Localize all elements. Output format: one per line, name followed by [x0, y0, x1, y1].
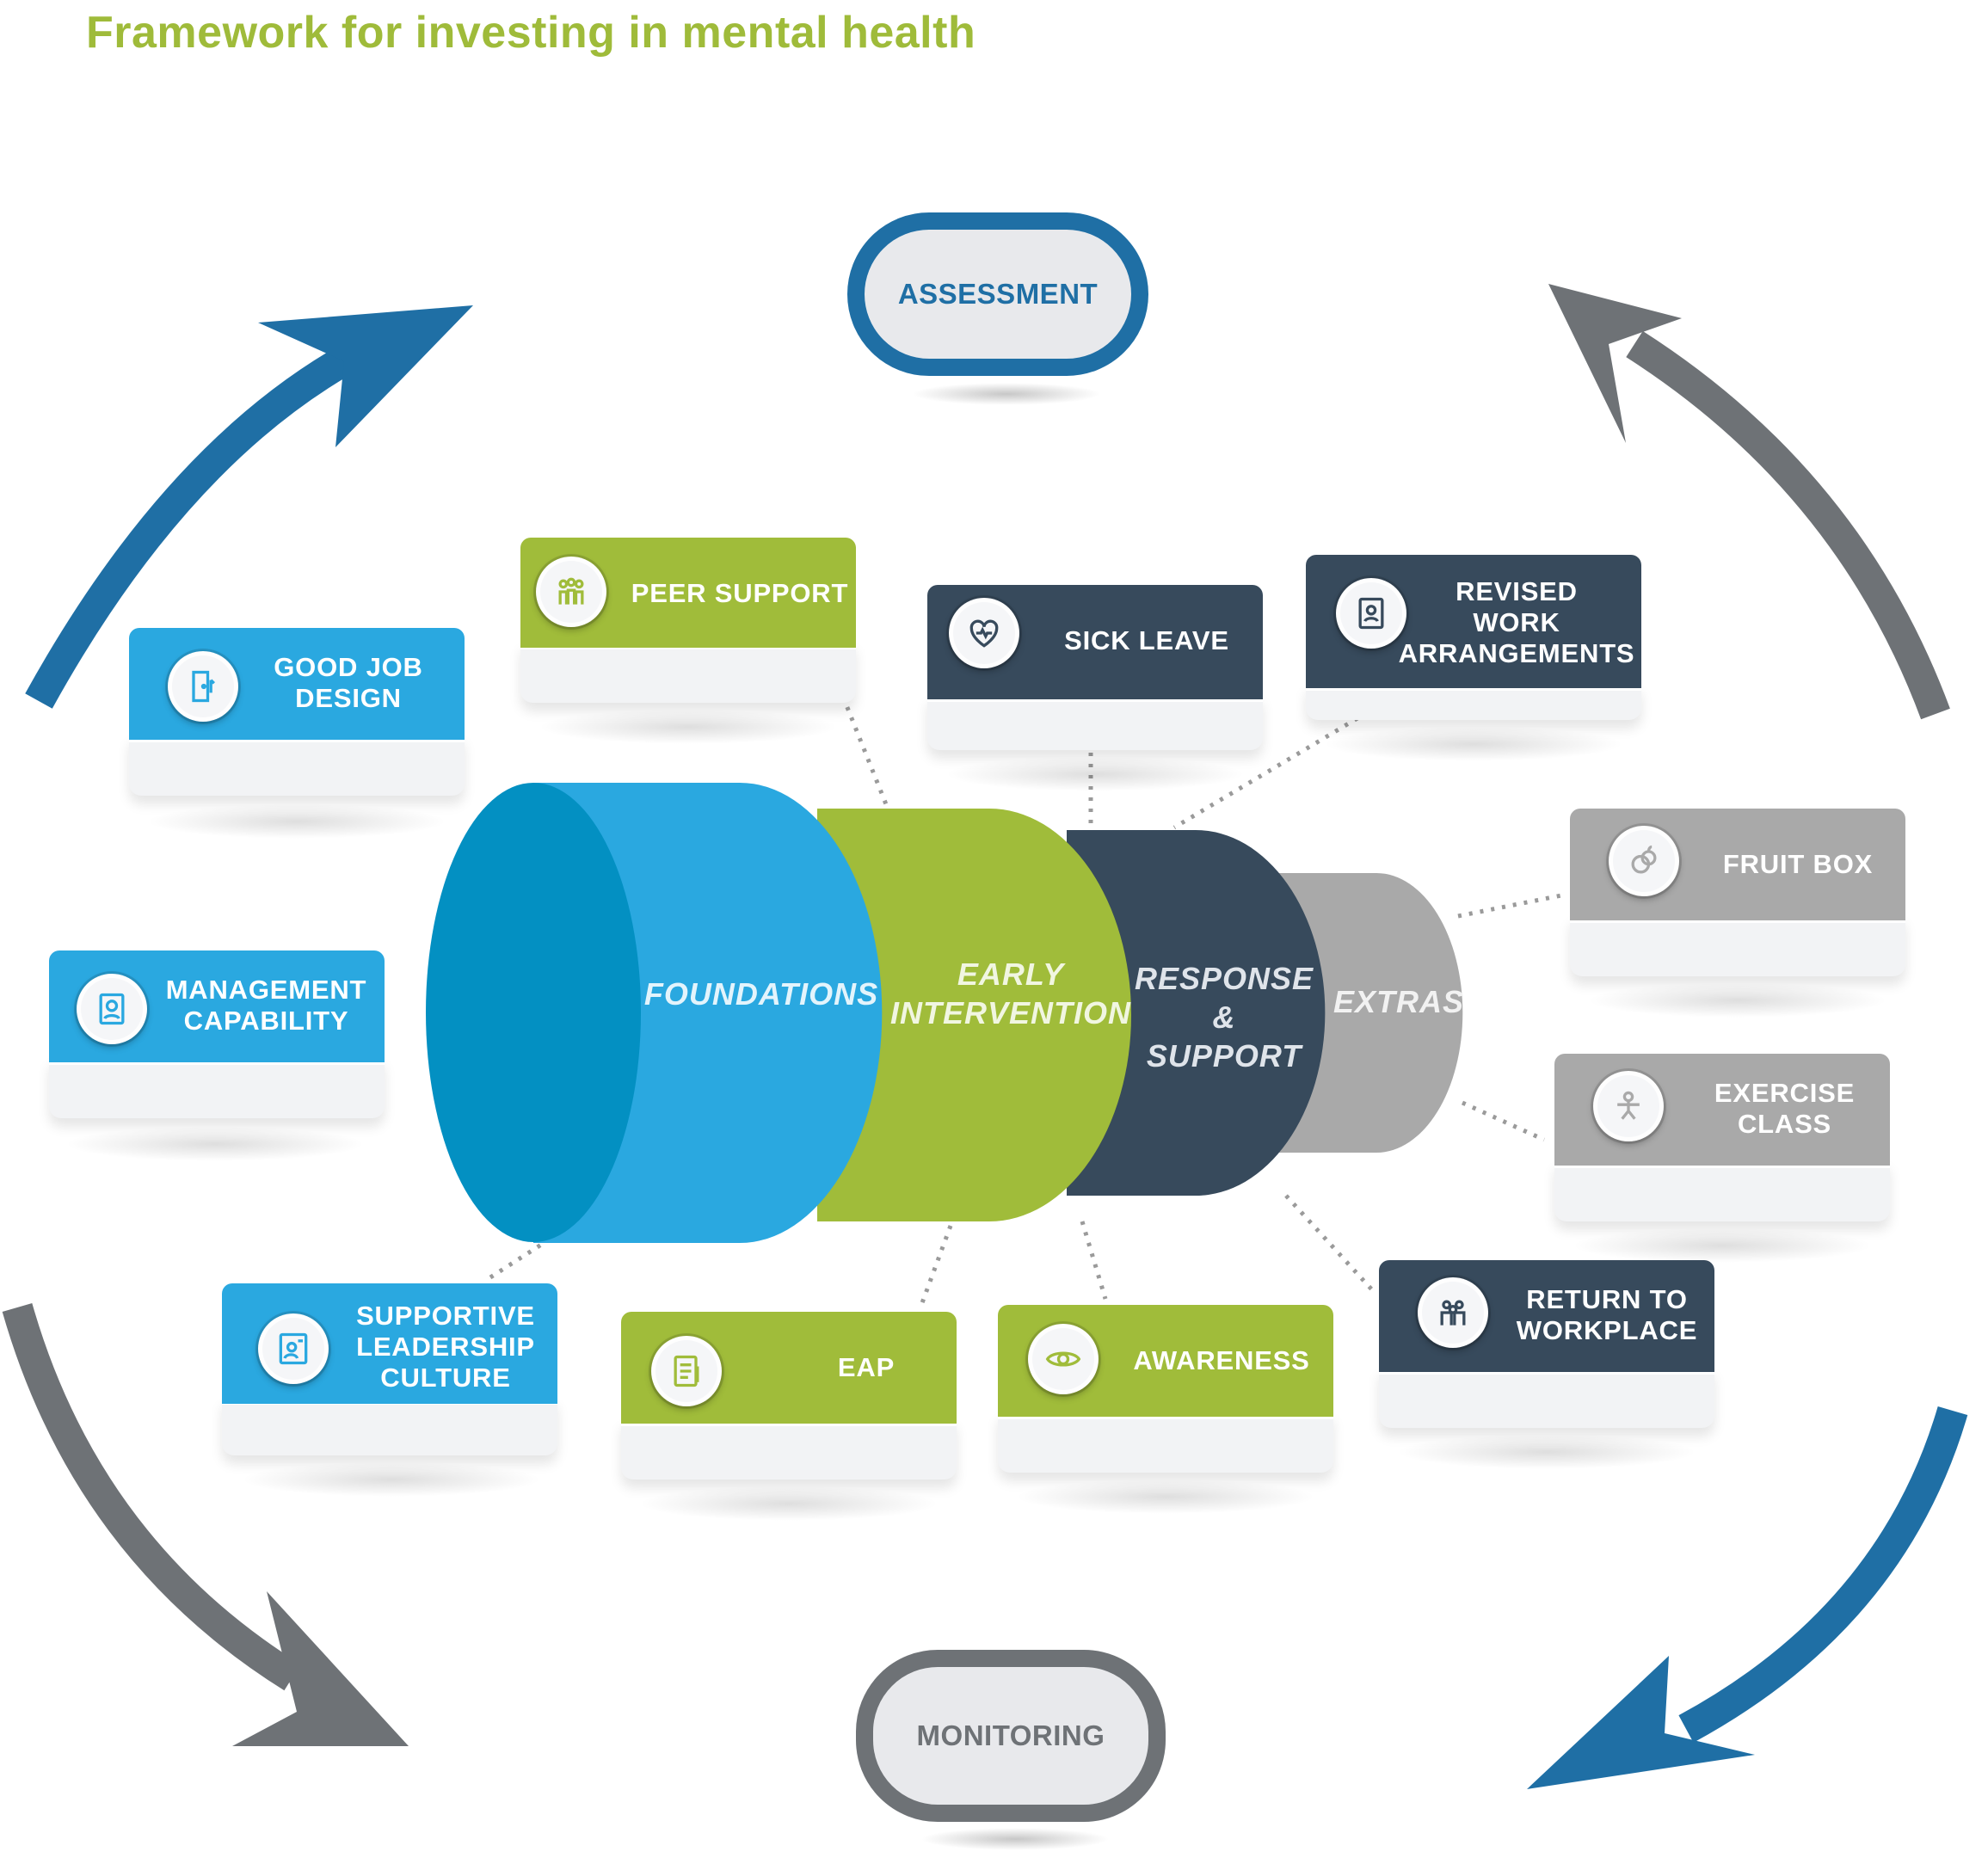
document-icon — [651, 1336, 722, 1406]
connectors — [489, 696, 1566, 1308]
cycle-arrow-top-left — [25, 305, 473, 709]
card-label: EXERCISE CLASS — [1714, 1078, 1856, 1139]
segment-label-response-support: RESPONSE & SUPPORT — [1134, 961, 1314, 1073]
monitoring-shadow — [920, 1828, 1110, 1850]
card-label: FRUIT BOX — [1722, 849, 1874, 879]
connector-exercise-class — [1461, 1100, 1546, 1142]
card-shadow — [1572, 1228, 1873, 1263]
connector-return-to-workplace — [1284, 1194, 1378, 1296]
card-label: PEER SUPPORT — [631, 578, 849, 608]
assessment-node: ASSESSMENT — [847, 212, 1148, 376]
card-label: AWARENESS — [1133, 1345, 1310, 1375]
eye-icon — [1028, 1324, 1099, 1394]
exercise-icon — [1593, 1071, 1664, 1141]
cycle-arrow-bottom-left — [2, 1303, 409, 1746]
group-icon — [536, 557, 606, 627]
connector-supportive-leadership — [489, 1236, 552, 1280]
card-management-capability: MANAGEMENT CAPABILITY — [49, 950, 385, 1118]
card-awareness: AWARENESS — [998, 1305, 1333, 1473]
card-label: REVISED WORK ARRANGEMENTS — [1398, 576, 1635, 668]
cylinder-response-support — [1067, 830, 1326, 1196]
card-shadow — [538, 710, 839, 744]
card-label: SUPPORTIVE LEADERSHIP CULTURE — [356, 1301, 535, 1393]
connector-peer-support — [840, 696, 889, 805]
card-supportive-leadership-culture: SUPPORTIVE LEADERSHIP CULTURE — [222, 1283, 557, 1455]
monitoring-label: MONITORING — [916, 1719, 1105, 1751]
cylinder-early-intervention — [817, 809, 1131, 1221]
card-shadow — [1396, 1435, 1697, 1469]
card-return-to-workplace: RETURN TO WORKPLACE — [1379, 1260, 1714, 1428]
connector-eap — [918, 1225, 953, 1308]
card-revised-work-arrangements: REVISED WORK ARRANGEMENTS — [1306, 555, 1641, 720]
card-label: GOOD JOB DESIGN — [274, 652, 423, 713]
card-shadow — [1015, 1480, 1316, 1514]
card-label: MANAGEMENT CAPABILITY — [165, 975, 367, 1036]
card-shadow — [65, 1127, 366, 1161]
card-eap: EAP — [621, 1312, 957, 1480]
page-title: Framework for investing in mental health — [86, 8, 976, 58]
card-peer-support: PEER SUPPORT — [520, 538, 856, 703]
fruit-icon — [1609, 826, 1679, 896]
person-frame-icon — [1336, 578, 1406, 649]
card-sick-leave: SICK LEAVE — [927, 585, 1263, 750]
card-shadow — [1323, 727, 1624, 761]
cycle-arrow-top-right — [1548, 284, 1950, 720]
card-label: EAP — [837, 1352, 896, 1382]
assessment-shadow — [912, 383, 1101, 405]
card-label: SICK LEAVE — [1064, 625, 1229, 655]
connector-fruit-box — [1457, 892, 1566, 919]
cycle-arrow-bottom-right — [1527, 1406, 1968, 1789]
team-icon — [1418, 1277, 1488, 1348]
cylinder-foundations — [426, 783, 883, 1243]
card-fruit-box: FRUIT BOX — [1570, 809, 1905, 976]
badge-icon — [77, 974, 147, 1044]
card-shadow — [638, 1486, 939, 1521]
card-shadow — [945, 757, 1246, 791]
assessment-label: ASSESSMENT — [897, 278, 1099, 310]
monitoring-node: MONITORING — [856, 1650, 1166, 1822]
connector-revised-work — [1172, 716, 1359, 830]
card-exercise-class: EXERCISE CLASS — [1554, 1054, 1890, 1221]
segment-label-foundations: FOUNDATIONS — [643, 976, 879, 1012]
card-good-job-design: GOOD JOB DESIGN — [129, 628, 465, 796]
segment-label-early-intervention: EARLY INTERVENTION — [889, 957, 1131, 1030]
card-shadow — [146, 804, 447, 839]
segment-label-extras: EXTRAS — [1333, 984, 1465, 1019]
leader-icon — [258, 1313, 329, 1384]
card-label: RETURN TO WORKPLACE — [1516, 1284, 1698, 1345]
connector-awareness — [1080, 1221, 1108, 1300]
heart-stethoscope-icon — [949, 598, 1019, 668]
door-icon — [168, 651, 238, 722]
card-shadow — [241, 1462, 542, 1497]
card-shadow — [1587, 983, 1888, 1018]
